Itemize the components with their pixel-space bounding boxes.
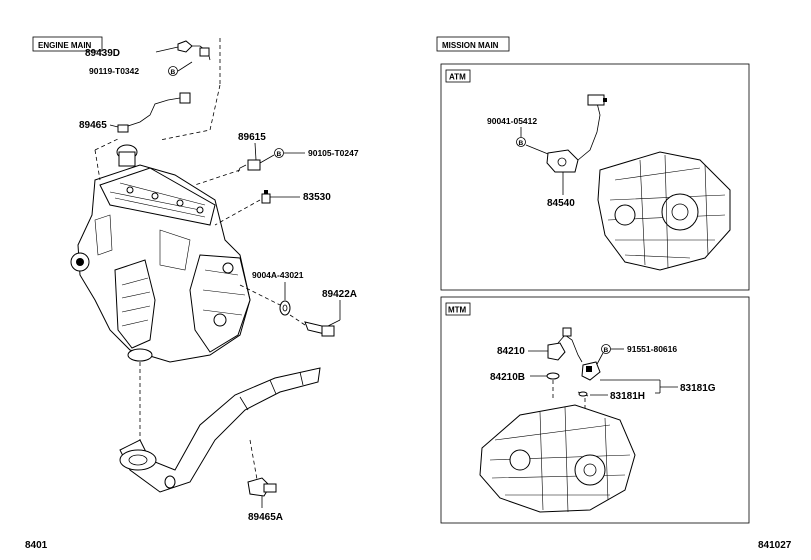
callout-b-text-2: B bbox=[277, 151, 282, 158]
part-89465A-graphic bbox=[247, 477, 277, 508]
part-90105-label: 90105-T0247 bbox=[308, 148, 359, 158]
part-83181-graphic bbox=[577, 361, 601, 397]
part-89465-graphic bbox=[117, 92, 191, 133]
mtm-label: MTM bbox=[448, 306, 467, 315]
part-90041-label: 90041-05412 bbox=[487, 116, 537, 126]
part-89422A-label: 89422A bbox=[322, 289, 357, 300]
part-89465A-label: 89465A bbox=[248, 512, 283, 523]
engine-illustration bbox=[70, 144, 251, 363]
mtm-label-box bbox=[445, 302, 471, 316]
mtm-transmission-illustration bbox=[479, 404, 636, 513]
callout-b-text-3: B bbox=[519, 140, 524, 147]
callout-b-text: B bbox=[171, 69, 176, 76]
callout-b-icon-3 bbox=[516, 137, 526, 147]
part-90119-label: 90119-T0342 bbox=[89, 66, 139, 76]
part-89615-label: 89615 bbox=[238, 132, 266, 143]
washer-icon-2 bbox=[546, 372, 560, 380]
part-89439D-label: 89439D bbox=[85, 48, 120, 59]
part-84210B-label: 84210B bbox=[490, 372, 525, 383]
part-83530-graphic bbox=[261, 190, 271, 204]
callout-b-text-4: B bbox=[604, 347, 609, 354]
callout-b-icon-4 bbox=[601, 344, 611, 354]
part-89465-label: 89465 bbox=[79, 120, 107, 131]
part-84210-label: 84210 bbox=[497, 346, 525, 357]
washer-icon bbox=[279, 300, 291, 316]
part-84210-graphic bbox=[547, 327, 583, 363]
exhaust-pipe-illustration bbox=[119, 367, 321, 493]
mtm-panel bbox=[440, 296, 750, 524]
part-83530-label: 83530 bbox=[303, 192, 331, 203]
atm-transmission-illustration bbox=[597, 151, 731, 271]
mission-main-label-box bbox=[436, 36, 510, 52]
mission-main-section: MISSION MAIN ATM 90041-05412 B 84540 bbox=[436, 36, 750, 524]
part-89422A-graphic bbox=[304, 321, 335, 337]
engine-main-label: ENGINE MAIN bbox=[38, 41, 92, 50]
part-83181G-label: 83181G bbox=[680, 383, 716, 394]
engine-main-label-box bbox=[32, 36, 103, 52]
callout-b-icon bbox=[168, 66, 178, 76]
atm-label: ATM bbox=[449, 73, 466, 82]
part-83181H-label: 83181H bbox=[610, 391, 645, 402]
mission-main-label: MISSION MAIN bbox=[442, 41, 499, 50]
part-9004A-label: 9004A-43021 bbox=[252, 270, 304, 280]
footer-left-code: 8401 bbox=[25, 540, 48, 551]
part-84540-label: 84540 bbox=[547, 198, 575, 209]
part-91551-label: 91551-80616 bbox=[627, 344, 677, 354]
atm-panel bbox=[440, 63, 750, 291]
callout-b-icon-2 bbox=[274, 148, 284, 158]
atm-label-box bbox=[445, 69, 471, 83]
part-89615-graphic bbox=[237, 159, 261, 173]
part-84540-graphic bbox=[546, 94, 607, 173]
footer-right-code: 841027 bbox=[758, 540, 792, 551]
part-89439D-graphic bbox=[177, 40, 211, 61]
engine-main-section: ENGINE MAIN bbox=[32, 36, 359, 523]
